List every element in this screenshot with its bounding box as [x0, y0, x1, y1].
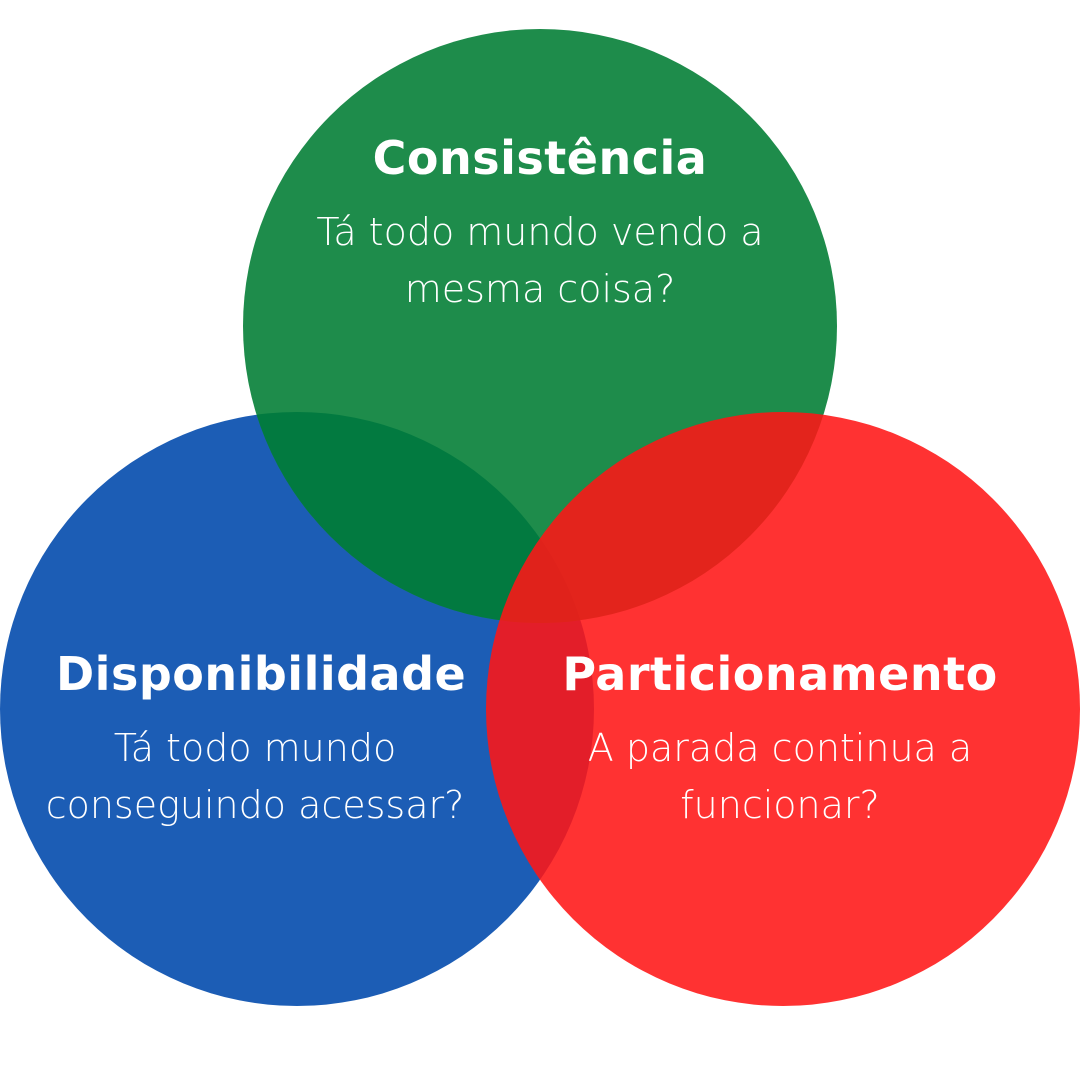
disponibilidade-description-line-2: conseguindo acessar? — [45, 783, 465, 827]
consistencia-title: Consistência — [372, 131, 708, 185]
consistencia-description-line-1: Tá todo mundo vendo a — [316, 210, 764, 254]
particionamento-description-line-1: A parada continua a — [587, 726, 973, 770]
particionamento-circle — [486, 412, 1080, 1006]
particionamento-description: A parada continua a funcionar? — [560, 720, 1000, 834]
consistencia-label-block: Consistência Tá todo mundo vendo a mesma… — [300, 130, 780, 318]
particionamento-title: Particionamento — [562, 647, 998, 701]
disponibilidade-description-line-1: Tá todo mundo — [113, 726, 397, 770]
disponibilidade-title: Disponibilidade — [56, 647, 467, 701]
particionamento-description-line-2: funcionar? — [680, 783, 880, 827]
consistencia-description-line-2: mesma coisa? — [404, 267, 676, 311]
particionamento-label-block: Particionamento A parada continua a func… — [560, 646, 1000, 834]
disponibilidade-label-block: Disponibilidade Tá todo mundo conseguind… — [40, 646, 470, 834]
consistencia-description: Tá todo mundo vendo a mesma coisa? — [300, 204, 780, 318]
disponibilidade-description: Tá todo mundo conseguindo acessar? — [40, 720, 470, 834]
